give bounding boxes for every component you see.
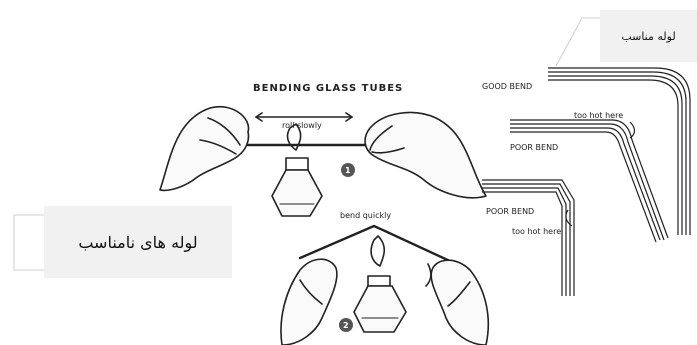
poor-bend-label-2: POOR BEND	[486, 207, 534, 216]
too-hot-label-1: too hot here	[574, 111, 623, 120]
poor-bend-tube-1	[510, 120, 668, 242]
poor-bend-tube-2	[482, 180, 574, 296]
poor-bend-label-1: POOR BEND	[510, 143, 558, 152]
figure-title: BENDING GLASS TUBES	[253, 83, 403, 94]
roll-label: roll slowly	[282, 121, 322, 130]
step2-number: 2	[343, 321, 349, 330]
bad-tubes-label: لوله های نامناسب	[44, 206, 232, 278]
good-bend-label: GOOD BEND	[482, 82, 532, 91]
good-bend-tube	[548, 68, 690, 235]
bend-label: bend quickly	[340, 211, 391, 220]
step1-number: 1	[345, 166, 351, 175]
too-hot-label-2: too hot here	[512, 227, 561, 236]
too-hot-arrow-2	[566, 210, 572, 226]
good-tube-label: لوله مناسب	[600, 10, 697, 62]
